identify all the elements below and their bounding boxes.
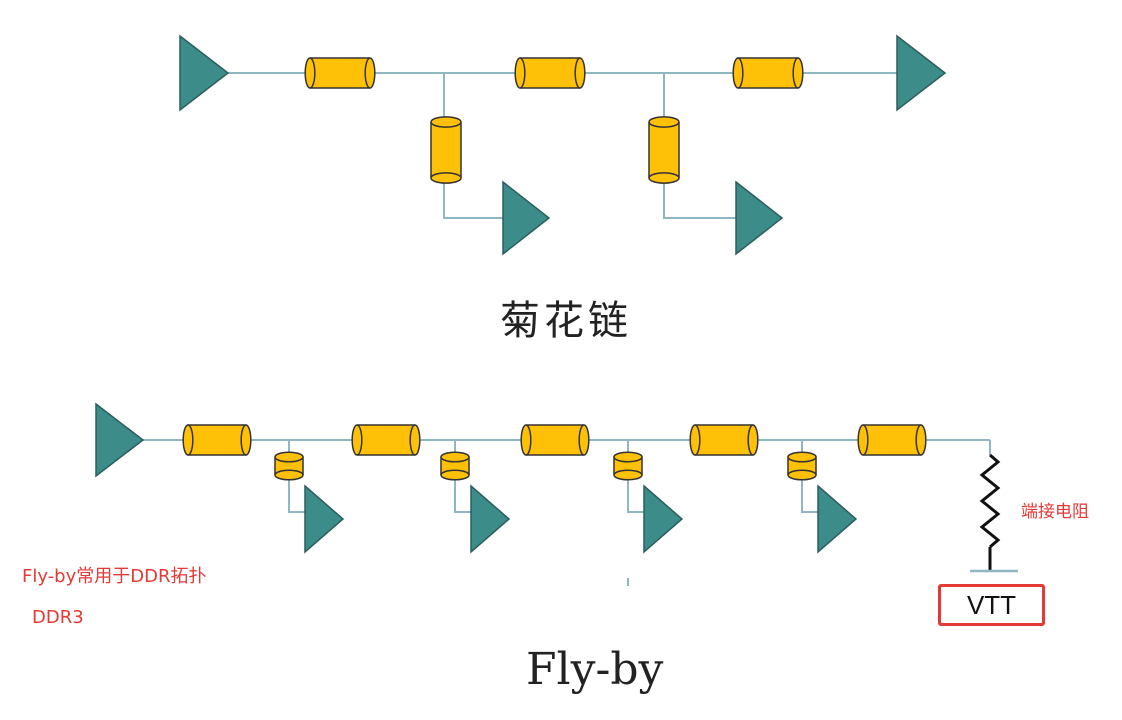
termination-resistor-icon: [979, 453, 1001, 549]
daisy-receiver-triangle-icon-2: [735, 180, 784, 256]
ddr3-note: DDR3: [32, 607, 84, 628]
daisy-driver-triangle-icon: [179, 34, 230, 112]
daisy-segment-cylinder-icon-2: [514, 57, 586, 89]
daisy-end-receiver-triangle-icon: [896, 34, 947, 112]
flyby-driver-triangle-icon: [95, 402, 145, 478]
flyby-receiver-triangle-icon-1: [304, 484, 345, 554]
components-layer: [95, 34, 1018, 586]
flyby-receiver-triangle-icon-3: [643, 484, 684, 554]
flyby-receiver-triangle-icon-4: [817, 484, 858, 554]
vtt-box: VTT: [938, 584, 1045, 626]
flyby-segment-cylinder-icon-3: [520, 424, 590, 456]
flyby-segment-cylinder-icon-5: [857, 424, 927, 456]
flyby-receiver-triangle-icon-2: [470, 484, 511, 554]
flyby-stub-cylinder-icon-4: [787, 451, 817, 481]
flyby-segment-cylinder-icon-4: [689, 424, 759, 456]
termination-resistor-label: 端接电阻: [1021, 502, 1089, 522]
fly-by-usage-note: Fly-by常用于DDR拓扑: [22, 566, 207, 587]
flyby-stub-cylinder-icon-1: [274, 451, 304, 481]
daisy-stub-cylinder-icon-2: [648, 116, 680, 184]
daisy-chain-title: 菊花链: [500, 298, 632, 344]
daisy-segment-cylinder-icon-1: [304, 57, 376, 89]
flyby-stub-cylinder-icon-2: [440, 451, 470, 481]
daisy-stub-cylinder-icon-1: [430, 116, 462, 184]
vtt-label: VTT: [966, 589, 1017, 620]
daisy-receiver-triangle-icon-1: [502, 180, 551, 256]
flyby-segment-cylinder-icon-2: [351, 424, 421, 456]
daisy-segment-cylinder-icon-3: [732, 57, 804, 89]
flyby-segment-cylinder-icon-1: [182, 424, 252, 456]
fly-by-title: Fly-by: [526, 644, 664, 695]
flyby-stub-cylinder-icon-3: [613, 451, 643, 481]
